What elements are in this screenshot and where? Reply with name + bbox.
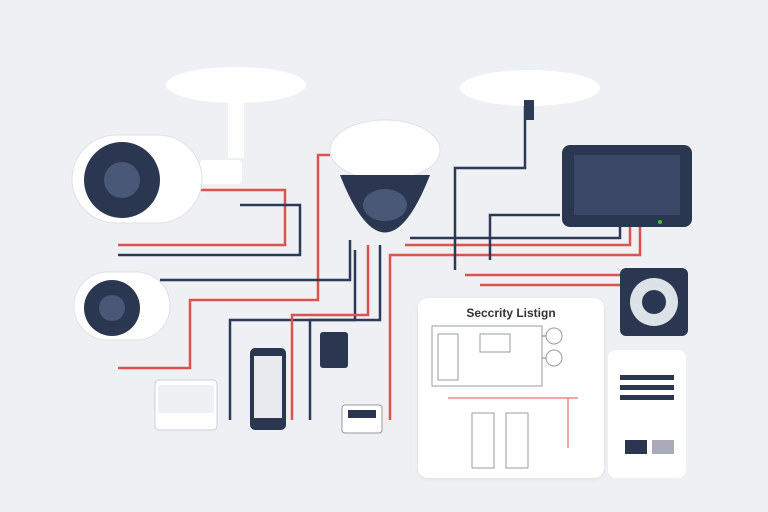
wire-navy — [160, 240, 352, 282]
ceiling-mount-left — [166, 67, 306, 184]
wire-navy — [453, 100, 527, 270]
bullet-camera-large — [71, 134, 203, 224]
nvr-box — [154, 379, 218, 431]
power-adapter — [320, 332, 348, 368]
small-controller — [341, 404, 383, 434]
wire-red — [388, 225, 642, 420]
wire-red — [290, 245, 370, 420]
monitor-device — [562, 145, 692, 227]
bullet-camera-small — [73, 271, 171, 341]
wire-red — [118, 188, 287, 247]
wire-navy — [308, 245, 382, 420]
wire-red — [118, 153, 330, 370]
security-listing-document: Seccrity Listign — [418, 298, 604, 478]
ceiling-mount-right — [460, 70, 600, 120]
wire-navy — [118, 203, 302, 257]
schematic-drawing — [431, 325, 578, 469]
speaker-device — [620, 268, 688, 336]
wires — [118, 100, 642, 420]
keypad-card — [608, 350, 686, 478]
wire-red — [405, 225, 632, 247]
wire-navy — [410, 225, 622, 240]
dome-camera — [329, 119, 441, 233]
document-title: Seccrity Listign — [466, 306, 556, 320]
wire-navy — [488, 213, 560, 260]
smartphone — [250, 348, 286, 430]
